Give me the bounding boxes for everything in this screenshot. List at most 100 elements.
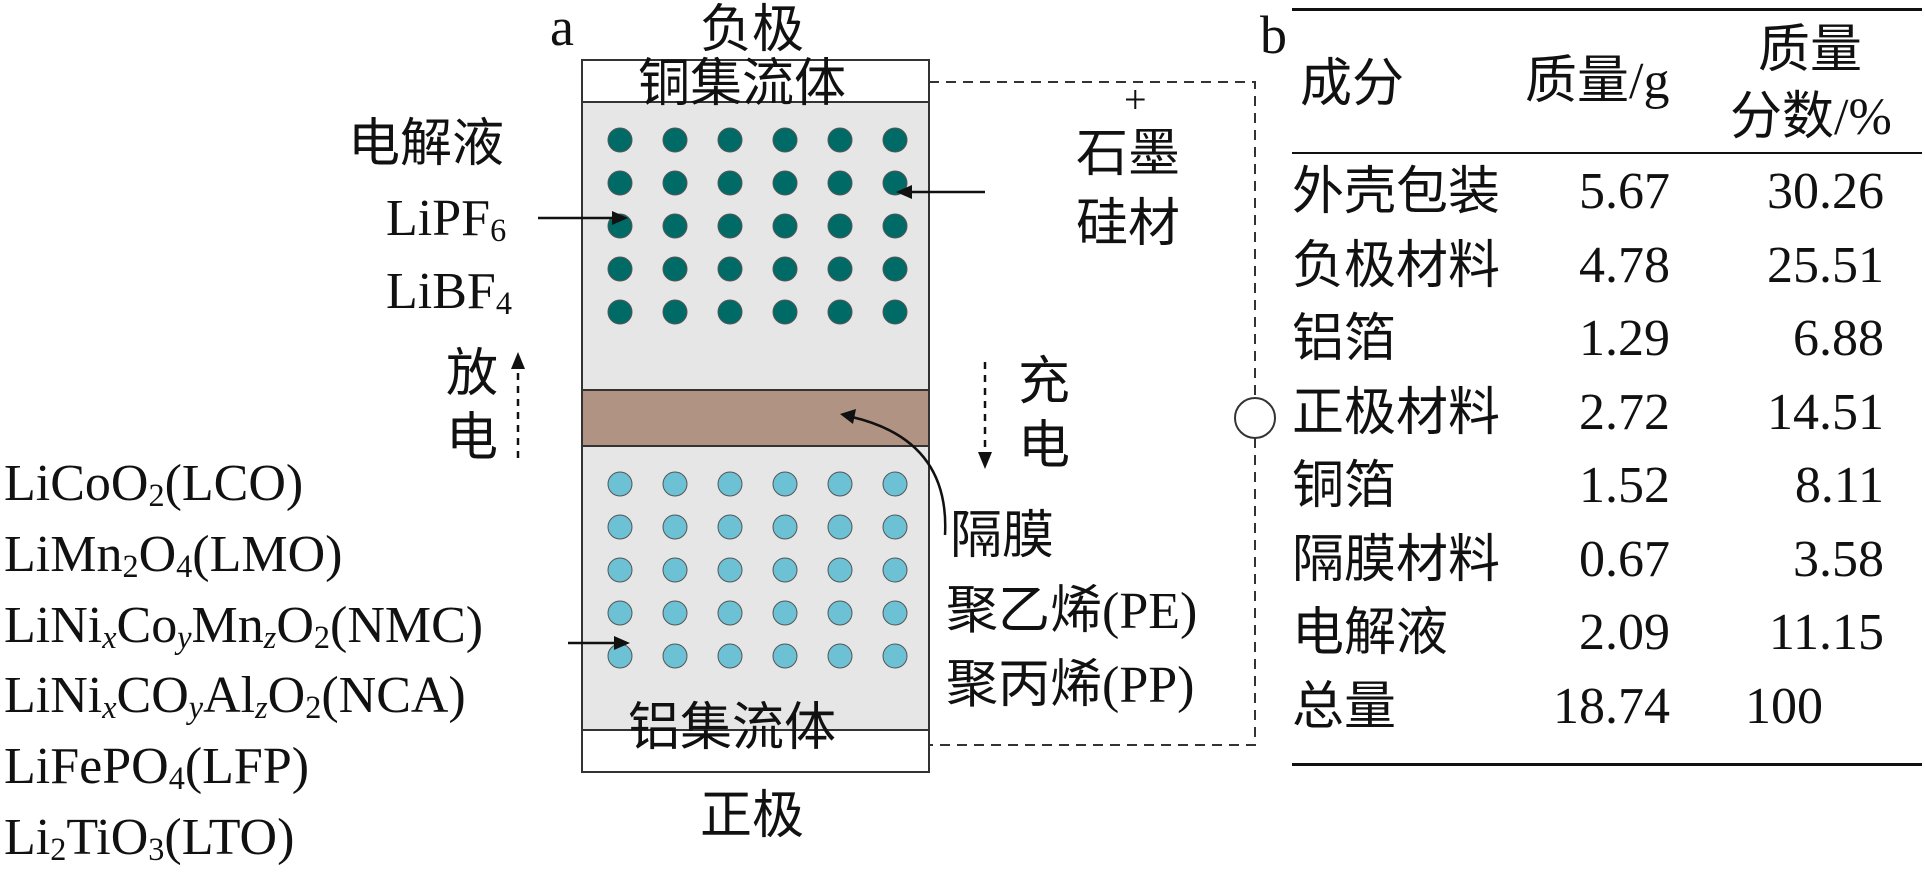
formula-part: 2 [148,476,165,513]
table-cell-component: 负极材料 [1292,235,1501,296]
cathode-particle [772,471,798,497]
anode-material-line2: 硅材 [1076,194,1181,254]
panel-b-letter: b [1260,5,1287,65]
table-cell-fraction: 30.26 [1767,163,1884,220]
formula-part: 2 [50,830,67,867]
cathode-particle [882,643,908,669]
anode-particle [607,256,633,282]
cathode-particle [772,514,798,540]
battery-diagram [511,59,1276,773]
table-cell-fraction: 14.51 [1767,383,1884,441]
cathode-particle [772,557,798,583]
copper-collector-label: 铜集流体 [638,54,847,114]
table-cell-component: 隔膜材料 [1292,529,1501,590]
separator-material-pp: 聚丙烯(PP) [946,657,1195,714]
anode-particle [827,127,853,153]
anode-particle [607,170,633,196]
anode-particle [827,256,853,282]
anode-particle [772,127,798,153]
copper-collector [581,59,930,103]
table-cell-fraction: 11.15 [1768,604,1884,661]
table-top-rule [1292,8,1922,11]
formula-part: (NMC) [330,596,484,654]
cathode-particle [882,514,908,540]
cathode-particle [717,643,743,669]
formula-part: z [263,618,277,655]
table-cell-fraction: 100 [1745,677,1823,735]
formula-part: y [177,618,192,655]
cathode-particle [827,514,853,540]
table-cell-component: 电解液 [1292,603,1449,663]
formula-part: LiPF [386,190,491,247]
cathode-particle [827,557,853,583]
formula-part: 3 [148,830,165,867]
table-cell-component: 正极材料 [1292,382,1501,443]
anode-particle [882,213,908,239]
discharge-label-line1: 放 [446,344,499,404]
anode-particle [717,256,743,282]
electrolyte-salt: LiPF6 [386,188,512,261]
cathode-particle [607,557,633,583]
table-cell-component: 总量 [1292,676,1397,737]
cathode-particle [882,557,908,583]
anode-particle [882,256,908,282]
anode-particle [772,213,798,239]
cathode-title: 正极 [700,786,805,846]
discharge-label-line2: 电 [446,408,499,468]
cathode-region [581,445,930,731]
formula-part: O [276,596,314,654]
formula-part: x [102,618,117,655]
cathode-particle [607,514,633,540]
table-cell-component: 铝箔 [1292,309,1397,369]
cathode-particle [607,600,633,626]
anode-particle [717,213,743,239]
cathode-particle [662,643,688,669]
anode-particle [662,127,688,153]
charge-label-line2: 电 [1018,416,1071,476]
cathode-particle [717,471,743,497]
cathode-material: LiNixCOyAlzO2(NCA) [4,666,483,737]
anode-particle [662,256,688,282]
anode-material-line1: 石墨 [1076,124,1181,184]
table-cell-mass: 0.67 [1579,530,1670,588]
cathode-particle [717,557,743,583]
formula-part: x [102,689,117,726]
formula-part: 4 [168,759,185,796]
plus-sign: + [1124,77,1147,122]
formula-part: TiO [66,808,149,866]
formula-part: LiBF [386,262,496,320]
anode-particle [607,299,633,325]
formula-part: y [188,689,204,726]
aluminium-collector [581,729,930,773]
table-cell-mass: 1.52 [1579,457,1670,514]
anode-particle [827,299,853,325]
table-cell-fraction: 3.58 [1793,530,1884,588]
header-mass: 质量/g [1525,53,1670,110]
external-circuit-wire [929,438,1256,746]
cathode-particle [607,643,633,669]
separator-arrow [851,415,947,536]
formula-part: (LCO) [164,455,304,512]
table-header-rule [1292,152,1922,154]
table-cell-fraction: 6.88 [1793,310,1884,367]
anode-particle [717,127,743,153]
table-cell-mass: 5.67 [1579,163,1670,220]
anode-particle [827,213,853,239]
formula-part: 2 [305,689,322,726]
cathode-particle [662,600,688,626]
anode-particle [882,127,908,153]
formula-part: CO [116,667,189,725]
formula-part: (LMO) [192,525,343,583]
formula-part: Al [203,667,256,725]
anode-region [581,101,930,391]
arrow-head-icon [614,636,630,650]
table-cell-fraction: 25.51 [1767,236,1884,294]
panel-a-letter: a [550,0,574,57]
formula-part: Mn [191,596,264,654]
separator-title: 隔膜 [950,506,1055,566]
table-cell-mass: 2.72 [1579,383,1670,441]
external-circuit-wire [929,81,1256,398]
cathode-particle [662,557,688,583]
anode-particle [882,170,908,196]
